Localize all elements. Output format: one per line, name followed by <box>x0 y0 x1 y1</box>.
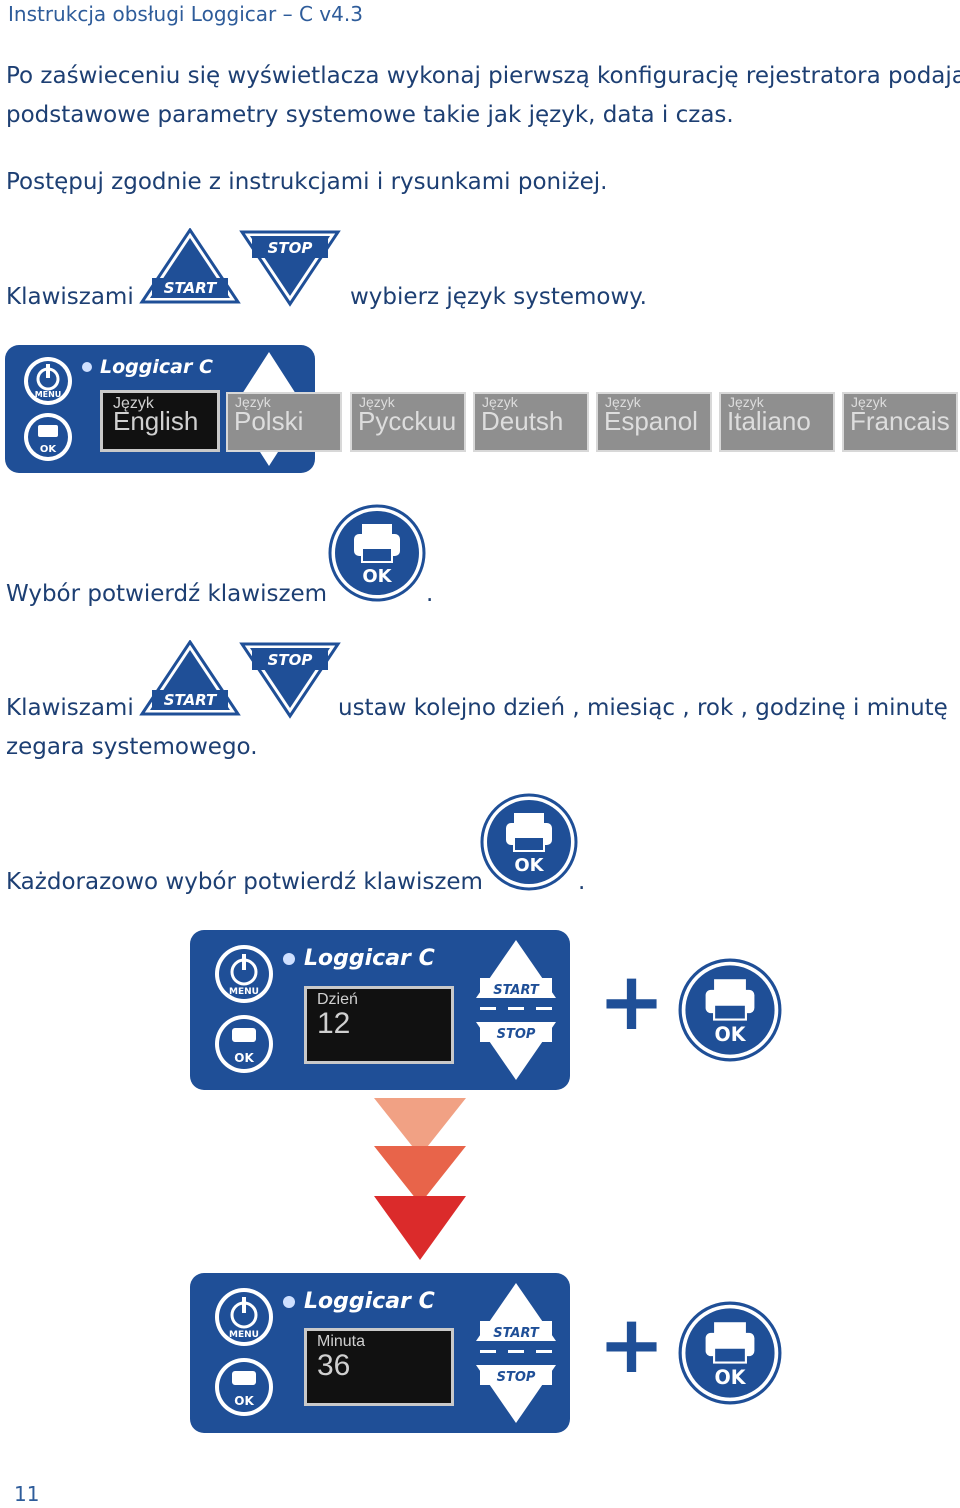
device-left-buttons: MENU OK <box>215 945 273 1073</box>
device-left-buttons: MENU OK <box>215 1288 273 1416</box>
stop-key-icon[interactable]: STOP <box>238 230 342 310</box>
svg-text:OK: OK <box>234 1394 254 1408</box>
status-led <box>283 1296 295 1308</box>
ok-key-icon[interactable]: OK <box>480 793 578 891</box>
stop-key-label: STOP <box>268 651 313 669</box>
svg-text:MENU: MENU <box>229 1330 259 1340</box>
ok-small-label: OK <box>40 444 58 455</box>
step4-period: . <box>578 869 586 895</box>
day-value: 12 <box>317 1007 351 1040</box>
device-left-buttons: MENU OK <box>24 357 72 461</box>
start-key-label: START <box>164 279 218 297</box>
svg-text:START: START <box>493 983 540 998</box>
ok-key-icon[interactable]: OK <box>678 958 782 1062</box>
step1-suffix: wybierz język systemowy. <box>350 284 647 310</box>
plus-sign: + <box>598 1298 666 1391</box>
ok-key-label: OK <box>514 855 544 876</box>
stop-key-icon[interactable]: STOP <box>238 642 342 722</box>
svg-text:OK: OK <box>714 1023 746 1046</box>
step2-text: Wybór potwierdź klawiszem <box>6 581 328 607</box>
device-arrow-keys-2: START STOP <box>476 940 556 1080</box>
page-number: 11 <box>14 1482 40 1506</box>
day-label: Dzień <box>317 991 358 1008</box>
menu-label: MENU <box>35 390 62 399</box>
arrow-medium <box>374 1146 466 1204</box>
step3-suffix: ustaw kolejno dzień , miesiąc , rok , go… <box>338 695 948 721</box>
brand-logo-2: Loggicar C <box>304 946 435 971</box>
step1-prefix: Klawiszami <box>6 284 134 310</box>
step2-period: . <box>426 581 434 607</box>
svg-text:STOP: STOP <box>497 1370 536 1385</box>
svg-text:OK: OK <box>234 1051 254 1065</box>
intro-line-3: Postępuj zgodnie z instrukcjami i rysunk… <box>6 169 608 195</box>
minute-screen: Minuta 36 <box>304 1328 454 1406</box>
minute-label: Minuta <box>317 1333 366 1350</box>
arrow-dark <box>374 1196 466 1260</box>
stop-key-label: STOP <box>268 239 313 257</box>
intro-line-2: podstawowe parametry systemowe takie jak… <box>6 102 734 128</box>
status-led <box>82 362 92 372</box>
step3-prefix: Klawiszami <box>6 695 134 721</box>
step3-line2: zegara systemowego. <box>6 734 258 760</box>
ok-key-icon[interactable]: OK <box>328 504 426 602</box>
start-key-label: START <box>164 691 218 709</box>
document-header: Instrukcja obsługi Loggicar – C v4.3 <box>8 2 363 26</box>
brand-logo-3: Loggicar C <box>304 1289 435 1314</box>
device-arrow-keys-3: START STOP <box>476 1283 556 1423</box>
start-key-icon[interactable]: START <box>138 228 242 308</box>
svg-text:OK: OK <box>714 1366 746 1389</box>
down-arrows <box>374 1098 466 1260</box>
language-screen: Język English <box>100 390 220 452</box>
intro-line-1: Po zaświeceniu się wyświetlacza wykonaj … <box>6 63 960 89</box>
arrow-light <box>374 1098 466 1156</box>
svg-text:START: START <box>493 1326 540 1341</box>
ok-key-label: OK <box>362 566 392 587</box>
svg-text:MENU: MENU <box>229 987 259 997</box>
plus-sign: + <box>598 955 666 1048</box>
brand-logo-1: Loggicar C <box>100 356 213 378</box>
step4-text: Każdorazowo wybór potwierdź klawiszem <box>6 869 483 895</box>
start-key-icon[interactable]: START <box>138 640 242 720</box>
minute-value: 36 <box>317 1349 351 1382</box>
language-current: English <box>113 406 199 436</box>
day-screen: Dzień 12 <box>304 986 454 1064</box>
ok-key-icon[interactable]: OK <box>678 1301 782 1405</box>
svg-text:STOP: STOP <box>497 1027 536 1042</box>
status-led <box>283 953 295 965</box>
